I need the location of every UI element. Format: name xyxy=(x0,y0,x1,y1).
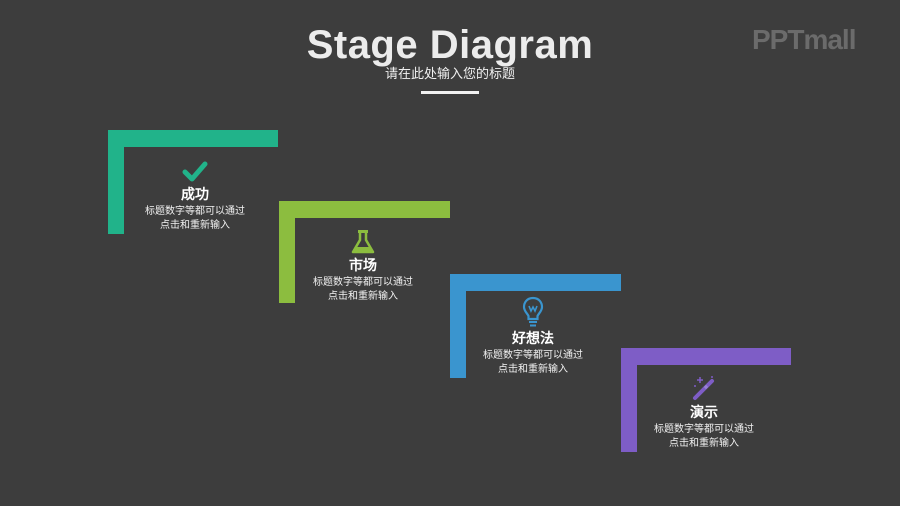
stage-2-title: 市场 xyxy=(349,258,377,274)
lightbulb-icon xyxy=(522,296,544,327)
pptmall-logo: PPTmall xyxy=(752,24,856,55)
stage-1-content: 成功 标题数字等都可以通过 点击和重新输入 xyxy=(120,160,270,232)
page-subtitle: 请在此处输入您的标题 xyxy=(384,67,515,82)
magic-wand-icon xyxy=(693,376,714,400)
checkmark-icon xyxy=(182,161,208,182)
stage-1-desc-line2: 点击和重新输入 xyxy=(160,220,230,231)
stage-3-desc-line2: 点击和重新输入 xyxy=(498,364,568,375)
stage-4-title: 演示 xyxy=(690,405,718,421)
stage-2-desc-line1: 标题数字等都可以通过 xyxy=(313,277,413,288)
stage-4-content: 演示 标题数字等都可以通过 点击和重新输入 xyxy=(629,374,779,450)
stage-4-desc-line1: 标题数字等都可以通过 xyxy=(654,424,754,435)
flask-icon xyxy=(351,230,375,254)
stage-3-desc-line1: 标题数字等都可以通过 xyxy=(483,350,583,361)
stage-3-title: 好想法 xyxy=(512,331,554,347)
page-title: Stage Diagram xyxy=(306,23,594,67)
title-underline-divider xyxy=(421,91,479,94)
stage-1-desc-line1: 标题数字等都可以通过 xyxy=(145,206,245,217)
stage-3-content: 好想法 标题数字等都可以通过 点击和重新输入 xyxy=(458,296,608,376)
stage-2-desc-line2: 点击和重新输入 xyxy=(328,291,398,302)
stage-2-content: 市场 标题数字等都可以通过 点击和重新输入 xyxy=(288,229,438,303)
stage-4-desc-line2: 点击和重新输入 xyxy=(669,438,739,449)
stage-1-title: 成功 xyxy=(181,187,209,203)
